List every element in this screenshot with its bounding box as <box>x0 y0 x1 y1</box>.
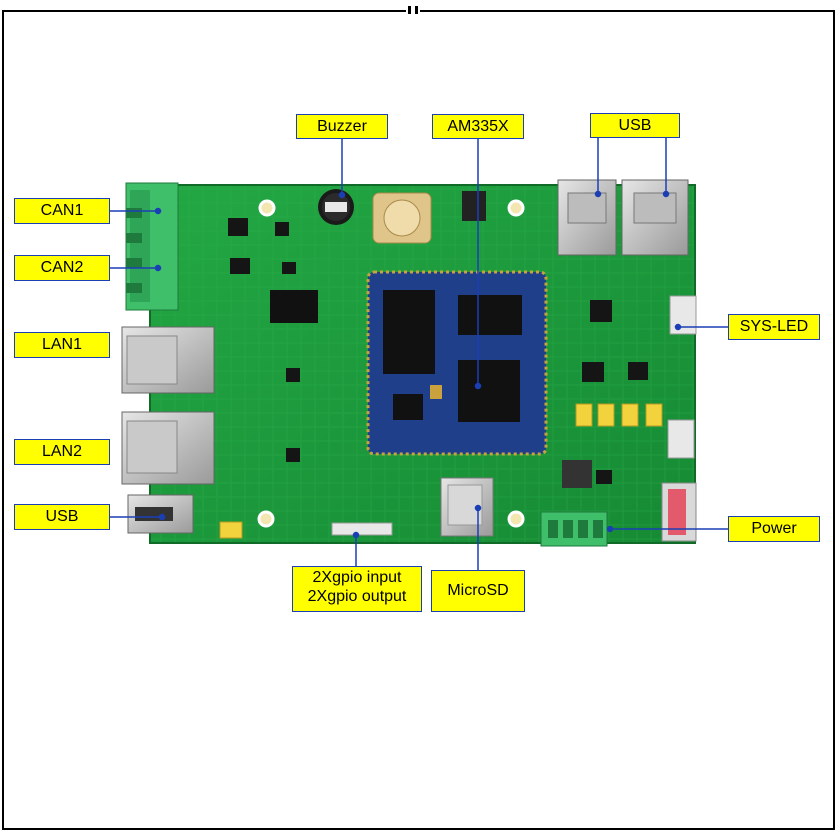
lan2-label: LAN2 <box>14 439 110 465</box>
can1-label: CAN1 <box>14 198 110 224</box>
side-connector <box>667 419 695 459</box>
power-label: Power <box>728 516 820 542</box>
lan-jacks <box>121 326 215 485</box>
usb-left-port <box>127 494 194 534</box>
sys-led-connector <box>669 295 697 335</box>
tantalum-capacitors <box>219 403 663 539</box>
power-switch <box>661 482 697 542</box>
sys-led-label: SYS-LED <box>728 314 820 340</box>
relay <box>270 290 318 323</box>
gpio-connector <box>331 522 393 536</box>
lan1-label: LAN1 <box>14 332 110 358</box>
mounting-holes <box>257 199 525 528</box>
usb-top-label: USB <box>590 113 680 138</box>
can2-label: CAN2 <box>14 255 110 281</box>
can-terminal-blocks <box>125 182 179 311</box>
frame-notch <box>406 6 420 14</box>
inductor <box>562 460 592 488</box>
am335x-module <box>366 270 548 456</box>
jumper-header <box>462 191 486 221</box>
power-terminal <box>540 511 608 547</box>
buzzer-component <box>318 189 354 225</box>
usb-left-label: USB <box>14 504 110 530</box>
pointer-lines <box>109 137 728 570</box>
gpio-label-line2: 2Xgpio output <box>307 588 407 605</box>
microsd-label: MicroSD <box>431 570 525 612</box>
small-ics <box>228 218 648 484</box>
gpio-label: 2Xgpio input 2Xgpio output <box>292 566 422 612</box>
microsd-slot <box>440 477 494 537</box>
am335x-label: AM335X <box>432 114 524 139</box>
buzzer-label: Buzzer <box>296 114 388 139</box>
usb-top-ports <box>557 179 689 256</box>
battery-holder <box>372 192 432 244</box>
gpio-label-line1: 2Xgpio input <box>312 569 402 586</box>
